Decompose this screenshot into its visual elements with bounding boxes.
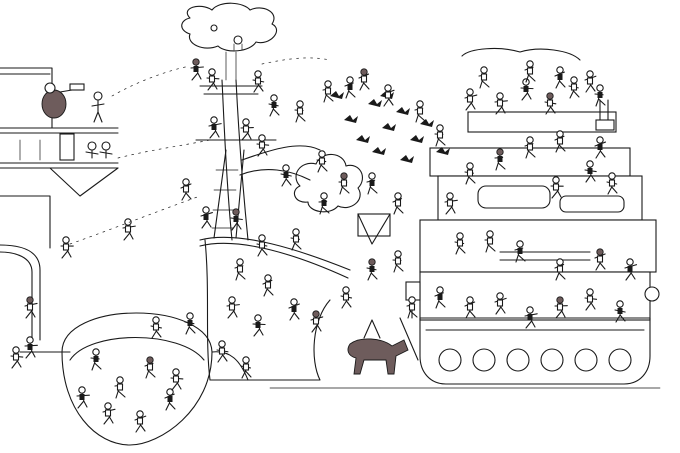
crowd-figure: [484, 230, 496, 253]
crowd-figure: [554, 296, 568, 319]
crowd-figure: [102, 402, 116, 425]
giant-tree-trunk: [195, 79, 351, 381]
crowd-figure: [134, 410, 147, 433]
crowd-figure: [230, 208, 243, 231]
big-wheel: [19, 312, 249, 446]
dark-horse: [347, 319, 409, 375]
crowd-figure: [10, 346, 24, 369]
crowd-figure: [594, 84, 606, 107]
crowd-figure: [114, 376, 126, 399]
crowd-figure: [208, 116, 222, 139]
crowd-figure: [382, 84, 395, 107]
crowd-figure: [76, 386, 90, 409]
crowd-figure: [206, 68, 220, 91]
crowd-figure: [554, 66, 566, 89]
crowd-figure: [554, 130, 566, 153]
crowd-figure: [550, 176, 564, 199]
crowd-figure: [318, 192, 330, 215]
crowd-figure: [24, 296, 38, 319]
steam-machine: [405, 47, 660, 321]
crowd-figure: [338, 172, 350, 195]
crowd-figure: [624, 258, 638, 281]
crowd-figure: [90, 348, 102, 371]
crowd-figure: [60, 236, 74, 259]
crowd-figure: [170, 368, 184, 391]
crowd-figure: [240, 118, 254, 141]
crowd-figure: [256, 234, 268, 257]
flight-paths: [69, 57, 331, 245]
crowd-figure: [392, 250, 404, 273]
crowd-figure: [606, 172, 618, 195]
crowd-figure: [554, 258, 566, 281]
crowd-figure: [190, 58, 204, 81]
crowd-figure: [494, 292, 507, 315]
crowd-figure: [144, 356, 156, 379]
crowd-figure: [614, 300, 626, 323]
crowd-figure: [180, 178, 192, 201]
treehouse-cloud: [181, 2, 278, 81]
crowd-figure: [494, 92, 508, 115]
crowd-of-figures: [10, 58, 638, 433]
left-building-balcony: [0, 67, 119, 341]
crowd-figure: [464, 162, 476, 185]
crowd-figure: [520, 78, 534, 101]
crowd-figure: [262, 274, 274, 297]
crowd-figure: [584, 160, 597, 183]
crowd-figure: [568, 76, 580, 99]
balcony-figures: [41, 82, 113, 159]
crowd-figure: [310, 310, 324, 333]
crowd-figure: [122, 218, 136, 241]
crowd-figure: [524, 306, 538, 329]
crowd-figure: [216, 340, 229, 363]
crowd-figure: [584, 288, 598, 311]
crowd-figure: [290, 228, 302, 251]
crowd-figure: [584, 70, 597, 93]
crowd-figure: [594, 248, 606, 271]
crowd-figure: [494, 148, 506, 171]
crowd-figure: [164, 388, 176, 411]
crowd-figure: [366, 172, 378, 195]
crowd-figure: [366, 258, 378, 281]
crowd-figure: [240, 356, 252, 379]
crowd-figure: [252, 314, 266, 337]
crowd-figure: [454, 232, 466, 255]
crowd-figure: [464, 88, 478, 111]
crowd-figure: [288, 298, 300, 321]
crowd-figure: [392, 192, 404, 215]
crowd-figure: [524, 136, 536, 159]
crowd-figure: [280, 164, 292, 187]
crowd-figure: [524, 60, 536, 83]
crowd-figure: [256, 134, 270, 157]
crowd-figure: [24, 336, 38, 359]
crowd-figure: [434, 286, 446, 309]
crowd-figure: [268, 94, 280, 117]
crowd-figure: [406, 296, 418, 319]
crowd-figure: [514, 240, 526, 263]
crowd-figure: [594, 136, 607, 159]
crowd-figure: [200, 206, 213, 229]
tank-tracks: [269, 299, 661, 389]
crowd-figure: [340, 286, 353, 309]
crowd-figure: [316, 150, 328, 173]
crowd-figure: [544, 92, 557, 115]
crowd-figure: [344, 76, 356, 99]
crowd-figure: [234, 258, 246, 281]
crowd-figure: [478, 66, 490, 89]
crowd-figure: [322, 80, 334, 103]
crowd-figure: [226, 296, 240, 319]
crowd-figure: [184, 312, 196, 335]
crowd-figure: [464, 296, 476, 319]
crowd-figure: [252, 70, 265, 93]
crowd-figure: [358, 68, 370, 91]
crowd-figure: [414, 100, 426, 123]
crowd-figure: [434, 124, 446, 147]
mid-bush: [293, 153, 391, 245]
crowd-figure: [150, 316, 162, 339]
crowd-figure: [444, 192, 458, 215]
crowd-figure: [294, 100, 306, 123]
